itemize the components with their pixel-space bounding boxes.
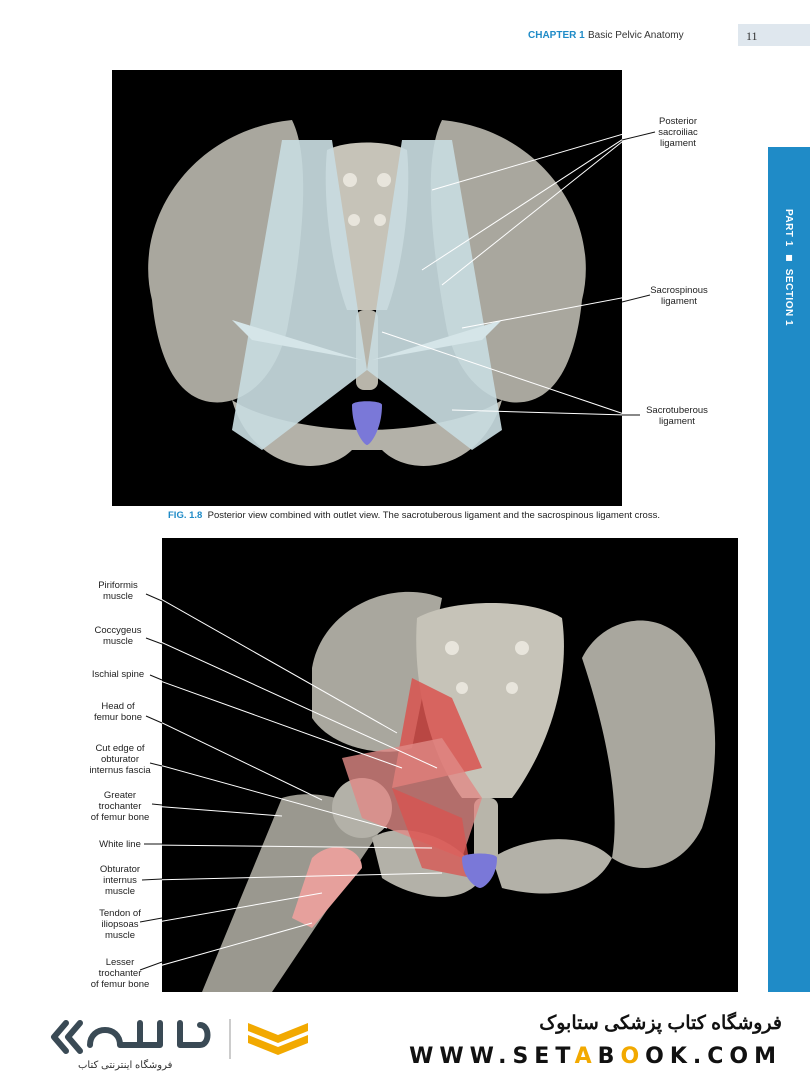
label-ischial-spine: Ischial spine (91, 669, 145, 680)
chapter-label: CHAPTER 1 (528, 30, 585, 41)
setabook-logo (51, 1019, 308, 1059)
label-head-of-femur: Head of femur bone (93, 701, 143, 723)
url-prefix: WWW.SET (409, 1044, 575, 1069)
label-piriformis-muscle: Piriformis muscle (98, 580, 138, 602)
pelvis-posterior-illustration (148, 120, 622, 466)
caption-text: Posterior view combined with outlet view… (207, 510, 660, 521)
label-obturator-fascia: Cut edge of obturator internus fascia (89, 743, 151, 776)
section-side-tab (768, 147, 810, 992)
chapter-title: Basic Pelvic Anatomy (588, 30, 684, 41)
figure-1-image (112, 70, 622, 506)
label-sacrotuberous-ligament: Sacrotuberous ligament (646, 405, 708, 427)
store-url: WWW.SETABOOK.COM (409, 1044, 782, 1069)
logo-subtitle: فروشگاه اینترنتی کتاب (78, 1060, 173, 1071)
label-sacrospinous-ligament: Sacrospinous ligament (650, 285, 708, 307)
figure-2-image (162, 538, 738, 992)
caption-id: FIG. 1.8 (168, 510, 203, 521)
store-name: فروشگاه کتاب پزشکی ستابوک (539, 1013, 782, 1034)
label-posterior-sacroiliac-ligament: Posterior sacroiliac ligament (658, 116, 698, 149)
url-highlight-2: O (620, 1044, 646, 1069)
label-greater-trochanter: Greater trochanter of femur bone (90, 790, 150, 823)
label-obturator-internus-muscle: Obturator internus muscle (99, 864, 141, 897)
label-coccygeus-muscle: Coccygeus muscle (94, 625, 142, 647)
page-number: 11 (746, 29, 758, 43)
label-lesser-trochanter: Lesser trochanter of femur bone (90, 957, 150, 990)
url-mid: B (597, 1044, 621, 1069)
url-highlight: A (574, 1044, 598, 1069)
pelvis-muscles-illustration (162, 591, 716, 992)
footer-banner (0, 994, 810, 1080)
figure-1-caption: FIG. 1.8 Posterior view combined with ou… (168, 510, 660, 521)
url-suffix: OK.COM (645, 1044, 782, 1069)
label-white-line: White line (99, 839, 141, 850)
label-iliopsoas-tendon: Tendon of iliopsoas muscle (99, 908, 141, 941)
page-number-box (738, 24, 810, 46)
